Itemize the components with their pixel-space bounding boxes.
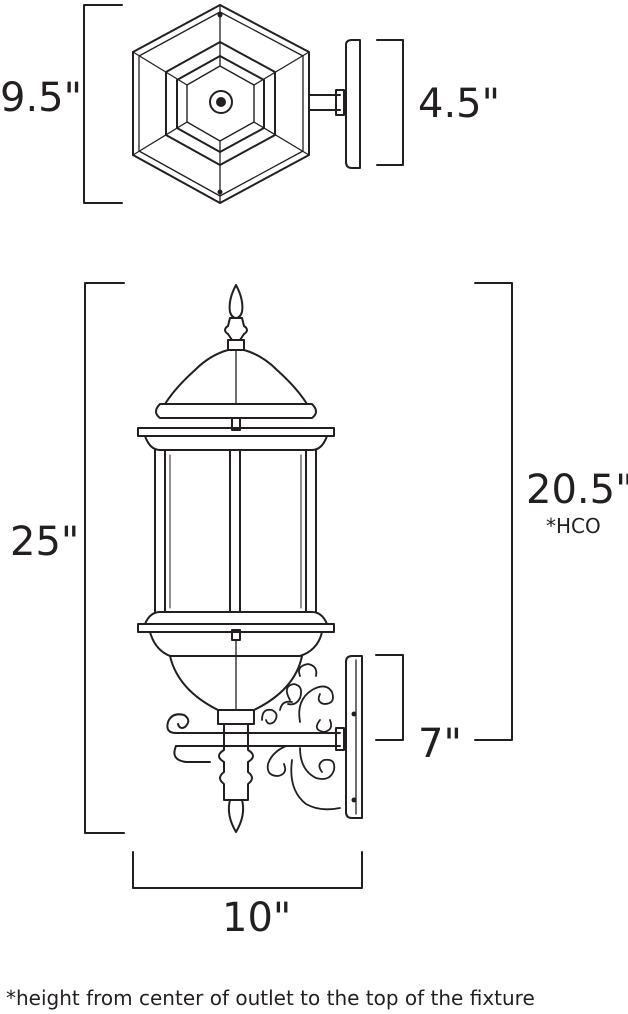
top-backplate — [345, 39, 361, 169]
top-arm — [308, 94, 341, 111]
hco-dimension-label: 20.5" — [526, 467, 628, 513]
finial-bottom — [227, 799, 245, 833]
cap-ring — [137, 427, 335, 451]
hco-bracket — [474, 282, 513, 741]
depth-dimension-label: 9.5" — [0, 75, 83, 121]
side-backplate — [345, 655, 363, 819]
finial-top — [228, 284, 244, 319]
top-finial-ring — [209, 90, 233, 114]
top-arm-collar — [335, 89, 345, 116]
arm-collar — [335, 727, 345, 751]
mount-dimension-label: 4.5" — [418, 81, 501, 127]
width-dimension-label: 10" — [222, 895, 292, 941]
height-bracket — [84, 282, 125, 834]
backplate-dimension-label: 7" — [418, 721, 462, 767]
side-view — [84, 282, 513, 889]
backplate-screws — [351, 711, 357, 803]
hco-note: *HCO — [546, 514, 601, 538]
hexagon-rivets — [217, 12, 223, 195]
arm-bar — [175, 732, 341, 747]
bottom-bowl — [149, 631, 323, 657]
dome-rim — [155, 403, 317, 419]
depth-bracket — [83, 4, 123, 204]
arm-scroll-left-lower — [173, 745, 211, 763]
lower-stem — [218, 723, 254, 801]
footnote: *height from center of outlet to the top… — [6, 986, 535, 1010]
mount-bracket — [376, 39, 404, 166]
height-dimension-label: 25" — [10, 519, 80, 565]
cap-ring-clip — [231, 417, 241, 431]
finial-base — [227, 339, 245, 351]
arm-scroll-left — [166, 713, 190, 734]
backplate-bracket — [375, 654, 404, 741]
top-finial-center — [216, 97, 226, 107]
glass-panels — [154, 449, 317, 613]
dome — [164, 349, 308, 405]
lower-collar — [217, 709, 255, 725]
finial-neck — [224, 317, 248, 341]
width-bracket — [132, 851, 363, 889]
decorative-scrolls — [261, 663, 341, 811]
bottom-ring — [137, 611, 335, 633]
top-view — [83, 4, 404, 204]
